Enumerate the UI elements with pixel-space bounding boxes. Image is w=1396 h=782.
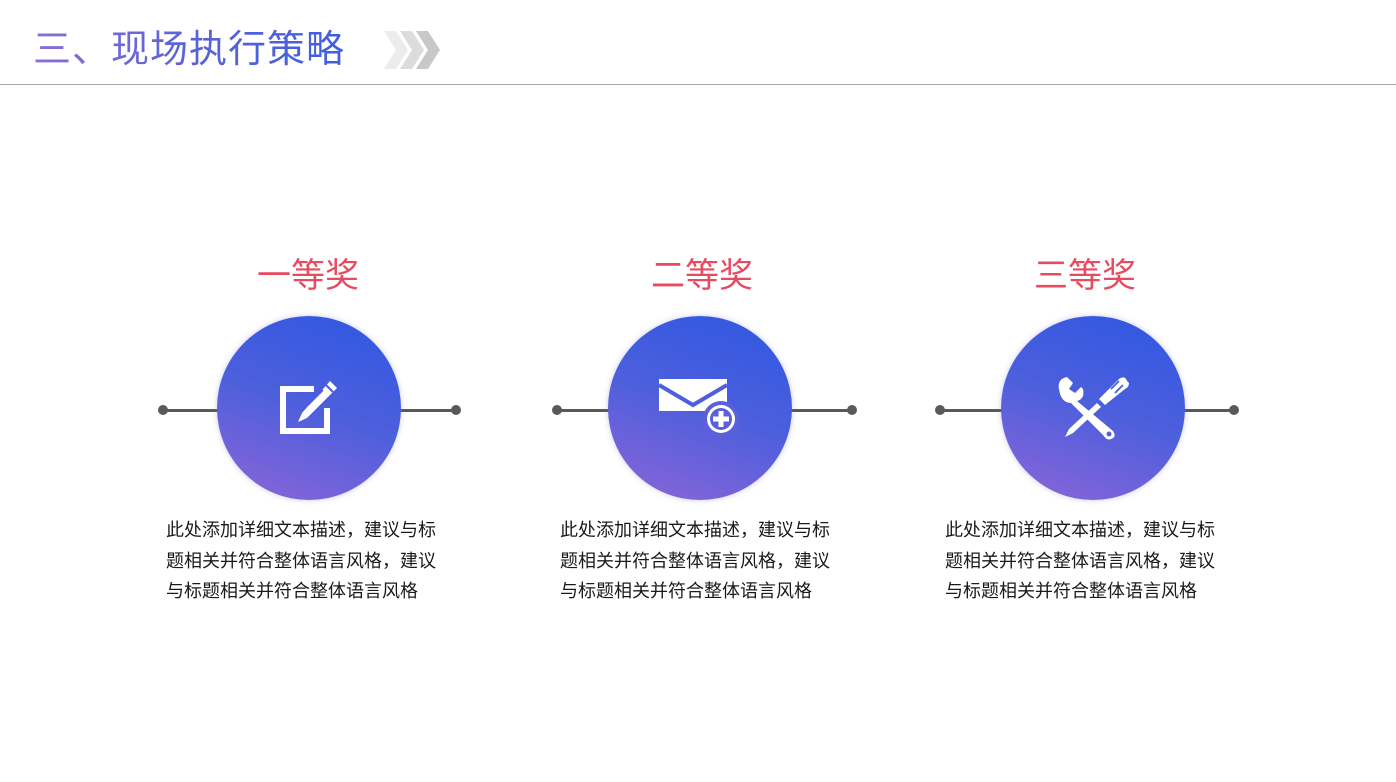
edit-icon [280, 381, 337, 434]
chevron-arrows-icon [384, 31, 440, 69]
icon-circle [608, 316, 792, 500]
prize-title: 二等奖 [651, 256, 753, 296]
icon-circle [217, 316, 401, 500]
connector-dot-right [1229, 405, 1239, 415]
connector-dot-right [451, 405, 461, 415]
prize-title: 一等奖 [257, 256, 359, 296]
page-title: 三、现场执行策略 [33, 24, 345, 74]
mail-add-icon [657, 379, 739, 437]
prize-description: 此处添加详细文本描述，建议与标题相关并符合整体语言风格，建议与标题相关并符合整体… [945, 520, 1215, 602]
icon-circle [1001, 316, 1185, 500]
prize-title: 三等奖 [1034, 256, 1136, 296]
header-divider [0, 84, 1396, 85]
prize-card-third: 三等奖 此处添加详细文本描述，建议与标题相关并符合整体语言风格，建议与标题相关并… [935, 250, 1239, 650]
prize-description: 此处添加详细文本描述，建议与标题相关并符合整体语言风格，建议与标题相关并符合整体… [166, 520, 436, 602]
connector-dot-right [847, 405, 857, 415]
prize-description: 此处添加详细文本描述，建议与标题相关并符合整体语言风格，建议与标题相关并符合整体… [560, 520, 830, 602]
prize-card-first: 一等奖 此处添加详细文本描述，建议与标题相关并符合整体语言风格，建议与标题相关并… [158, 250, 461, 650]
prize-card-second: 二等奖 此处添加详细文本描述，建议与标题相关并符合整体语言风格，建议与标题相关并… [552, 250, 857, 650]
tools-icon [1058, 377, 1129, 440]
